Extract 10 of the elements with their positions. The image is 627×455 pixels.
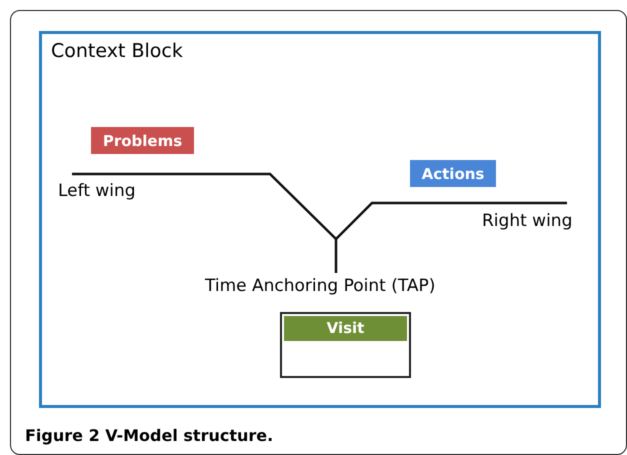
anchor-point-label: Time Anchoring Point (TAP) — [205, 276, 436, 296]
wing-label: Right wing — [482, 211, 572, 231]
block-heading: Context Block — [51, 40, 183, 62]
visit-box — [280, 312, 411, 378]
visit-header: Visit — [284, 316, 407, 341]
figure-caption: Figure 2 V-Model structure. — [25, 426, 274, 445]
wing-label: Left wing — [58, 181, 136, 201]
category-tag: Problems — [91, 127, 194, 154]
context-block-frame — [39, 31, 601, 408]
category-tag: Actions — [410, 160, 496, 187]
